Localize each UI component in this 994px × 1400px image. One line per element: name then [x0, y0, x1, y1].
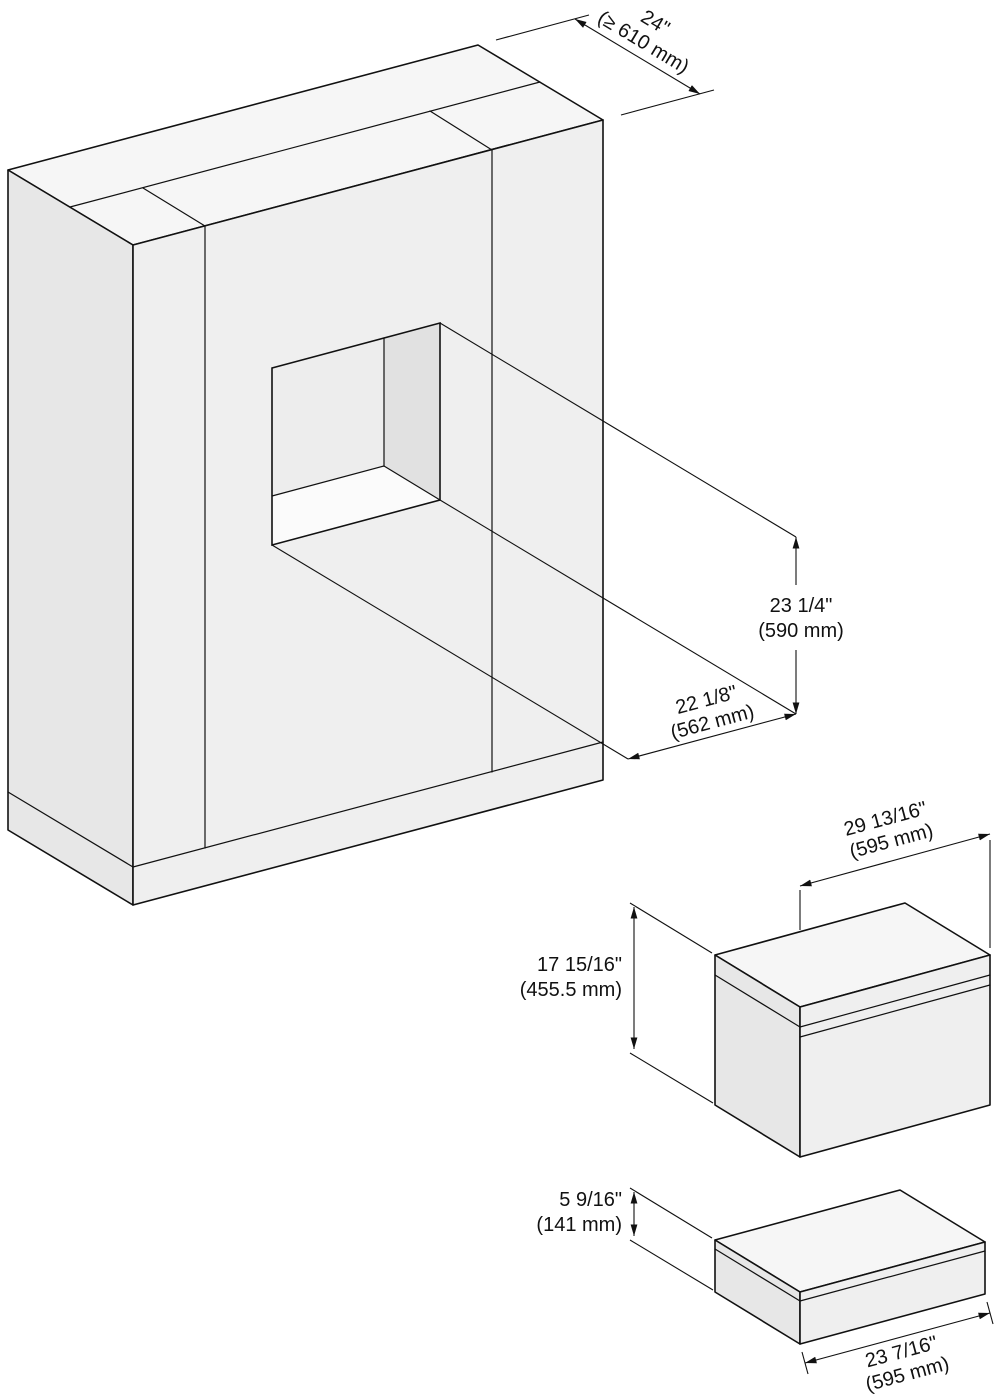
cabinet-top-division-line	[429, 110, 493, 151]
dimension-label: 23 7/16" (595 mm)	[863, 1332, 952, 1396]
dimension-arrow	[627, 713, 797, 760]
oven-front-face	[799, 954, 991, 1158]
drawer-height-mm: (141 mm)	[536, 1214, 622, 1236]
oven-height-inches: 17 15/16"	[537, 954, 622, 976]
cabinet-plinth-line-front	[132, 741, 604, 868]
niche-height-mm: (590 mm)	[758, 620, 844, 642]
cabinet-side-face	[7, 169, 134, 906]
extension-line	[495, 14, 590, 41]
dimension-arrow	[804, 1312, 991, 1364]
oven-door-top-line	[799, 984, 991, 1038]
oven-side-panel-line	[714, 974, 801, 1028]
dim-drawer-height: 5 9/16" (141 mm)	[536, 1187, 714, 1291]
extension-line	[629, 1187, 713, 1239]
cabinet-top-mid-line	[69, 81, 541, 208]
dimension-arrow	[574, 18, 701, 95]
cabinet-plinth-line-side	[7, 791, 134, 868]
extension-line	[629, 902, 713, 954]
oven-control-panel-line	[799, 974, 991, 1028]
niche-height-inches: 23 1/4"	[770, 595, 833, 617]
niche-projection-line	[271, 544, 629, 760]
drawer-front-top-line	[799, 1250, 986, 1302]
niche-interior-edge	[383, 465, 441, 501]
cabinet-top-division-line	[142, 187, 206, 227]
niche-interior-edge	[271, 465, 385, 497]
niche-projection-line	[439, 499, 797, 715]
dimension-label: 24" (≥ 610 mm)	[594, 6, 693, 78]
extension-line	[629, 1052, 714, 1104]
niche-cutout	[271, 321, 441, 547]
oven-height-mm: (455.5 mm)	[520, 979, 622, 1001]
dim-niche-width: 22 1/8" (562 mm)	[627, 681, 797, 760]
warming-drawer-unit	[714, 1189, 986, 1345]
dimension-label: 22 1/8" (562 mm)	[668, 681, 756, 744]
niche-projection-line	[439, 322, 797, 538]
niche-bottom-wall	[272, 466, 440, 545]
drawer-height-inches: 5 9/16"	[559, 1189, 622, 1211]
niche-back-panel	[272, 338, 384, 496]
extension-line	[620, 89, 715, 116]
dim-oven-height: 17 15/16" (455.5 mm)	[520, 902, 714, 1104]
oven-unit	[714, 902, 991, 1158]
drawer-side-top-line	[714, 1248, 801, 1302]
dim-niche-height: 23 1/4" (590 mm)	[758, 537, 844, 714]
extension-line	[629, 1239, 714, 1291]
niche-right-wall	[384, 323, 440, 500]
dimension-arrow	[799, 833, 991, 887]
